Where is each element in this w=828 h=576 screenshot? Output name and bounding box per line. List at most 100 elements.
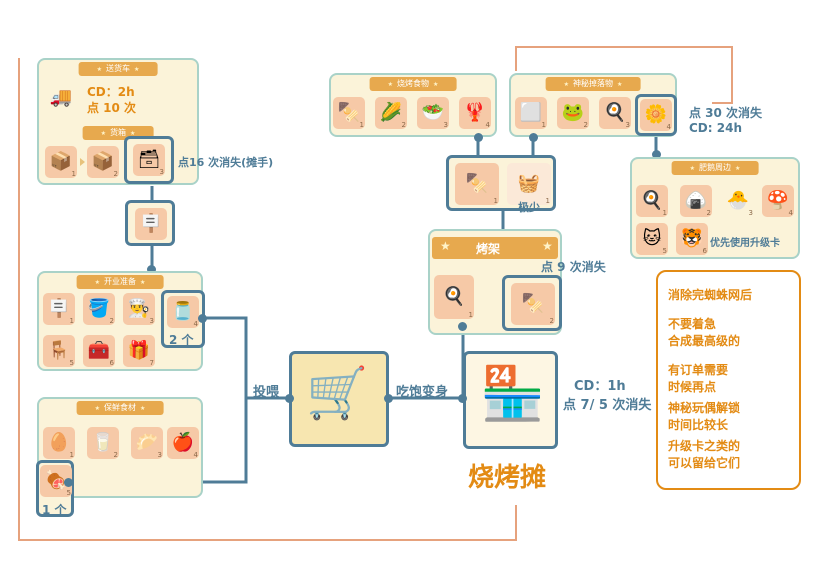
cloth-icon: 🧺	[517, 173, 541, 194]
grill-vanish-note: 点 9 次消失	[541, 260, 606, 274]
bbq-food-title: 烧烤食物	[369, 77, 457, 91]
fresh-item-5-highlight[interactable]: 🍖5 1 个	[36, 460, 74, 517]
fatty-item-1[interactable]: 🍳1	[636, 185, 668, 217]
bbq-stall-title: 烧烤摊	[468, 463, 547, 493]
bbq-food-3[interactable]: 🥗3	[417, 97, 449, 129]
tip-1: 消除完蜘蛛网后	[668, 288, 753, 302]
fresh-ingredients-panel: 保鲜食材 🥚1 🥛2 🥟3 🍎4	[37, 397, 203, 498]
stall-taps-text: 点 7/ 5 次消失	[563, 398, 652, 413]
flower-egg-icon: 🌼	[644, 104, 668, 125]
cargo-box-lv2[interactable]: 📦2	[87, 146, 119, 178]
tip-2: 不要着急 合成最高级的	[668, 317, 741, 348]
mystery-cd-note: CD: 24h	[689, 121, 742, 135]
prep-count-label: 2 个	[169, 333, 194, 347]
prep-item-3[interactable]: 👨‍🍳3	[123, 293, 155, 325]
gift-icon: 🎁	[127, 340, 151, 361]
arrow-icon	[80, 158, 85, 166]
delivery-truck-panel: 送货车 🚚 CD：2h 点 10 次 货箱 📦1 📦2	[37, 58, 199, 185]
transform-label: 吃饱变身	[396, 385, 449, 400]
fresh-item-1[interactable]: 🥚1	[43, 427, 75, 459]
prep-item-1[interactable]: 🪧1	[43, 293, 75, 325]
bbq-stall-highlight[interactable]: 🏪	[463, 351, 558, 449]
fresh-ingredients-title: 保鲜食材	[76, 401, 164, 415]
fatty-surroundings-panel: 肥鹅周边 🍳1 🍙2 🐣3 🍄4 🐱5 🐯6 优先使用升级卡	[630, 157, 800, 259]
grill-icon: 🍳	[442, 286, 466, 307]
grill-lv2[interactable]: 🍢2	[511, 283, 555, 325]
fresh-item-4[interactable]: 🍎4	[167, 427, 199, 459]
fatty-item-3[interactable]: 🐣3	[726, 190, 753, 218]
opening-prep-title: 开业准备	[76, 275, 164, 289]
cargo-box-lv3-highlight[interactable]: 🗃3	[124, 136, 174, 184]
goose-toy-2-icon: 🐯	[680, 228, 704, 249]
grill-star-icon: ★	[542, 239, 553, 253]
connector-dot	[458, 322, 467, 331]
tip-4: 神秘玩偶解锁 时间比较长	[668, 401, 741, 432]
prep-item-6[interactable]: 🧰6	[83, 335, 115, 367]
flour-icon: 🥟	[135, 432, 159, 453]
fresh-count-label: 1 个	[42, 503, 67, 517]
mixed-food-highlight[interactable]: 🍢1 🧺1	[446, 155, 556, 211]
prep-item-4-highlight[interactable]: 🫙4 2 个	[161, 290, 205, 348]
prep-item-2[interactable]: 🪣2	[83, 293, 115, 325]
grill-lv2-highlight[interactable]: 🍢2	[502, 275, 562, 331]
sign-icon: 🪧	[139, 213, 163, 234]
skewer-plate-icon: 🍢	[337, 102, 361, 123]
prep-item-5[interactable]: 🪑5	[43, 335, 75, 367]
food-cart-highlight[interactable]: 🛒	[289, 351, 389, 447]
connector-dot	[474, 133, 483, 142]
cargo-box-lv1[interactable]: 📦1	[45, 146, 77, 178]
fatty-item-5[interactable]: 🐱5	[636, 223, 668, 255]
opening-prep-panel: 开业准备 🪧1 🪣2 👨‍🍳3 🪑5 🧰6 🎁7	[37, 271, 203, 371]
skewers-icon: 🍢	[465, 173, 489, 194]
food-cart-icon: 🛒	[306, 364, 369, 422]
mystery-item-4-highlight[interactable]: 🌼4	[635, 94, 677, 136]
fatty-item-6[interactable]: 🐯6	[676, 223, 708, 255]
chick-egg-icon: 🐣	[726, 190, 750, 211]
boxes-icon: 📦	[91, 151, 115, 172]
meat-plate-icon: 🍖	[44, 470, 68, 491]
egg-plate-icon: 🍳	[603, 102, 627, 123]
connector-dot	[458, 394, 467, 403]
cargo-box-lv3[interactable]: 🗃3	[133, 144, 165, 176]
fried-egg-icon: 🍳	[640, 190, 664, 211]
mystery-drop-title: 神秘掉落物	[545, 77, 641, 91]
tofu-icon: ⬜	[519, 102, 543, 123]
mixed-food-1[interactable]: 🍢1	[455, 163, 499, 205]
connector-dot	[529, 133, 538, 142]
mystery-item-2[interactable]: 🐸2	[557, 97, 589, 129]
fatty-item-4[interactable]: 🍄4	[762, 185, 794, 217]
opening-sign-tile[interactable]: 🪧	[135, 208, 167, 240]
fresh-item-3[interactable]: 🥟3	[131, 427, 163, 459]
prep-item-7[interactable]: 🎁7	[123, 335, 155, 367]
truck-icon[interactable]: 🚚	[49, 87, 73, 108]
bucket-icon: 🪣	[87, 298, 111, 319]
box-icon: 📦	[49, 151, 73, 172]
bbq-food-4[interactable]: 🦞4	[459, 97, 491, 129]
chair-icon: 🪑	[47, 340, 71, 361]
mystery-drop-panel: 神秘掉落物 ⬜1 🐸2 🍳3	[509, 73, 677, 137]
mixed-food-2[interactable]: 🧺1	[507, 163, 551, 205]
tips-box: 消除完蜘蛛网后 不要着急 合成最高级的 有订单需要 时候再点 神秘玩偶解锁 时间…	[656, 270, 801, 490]
connector-dot	[147, 265, 156, 274]
truck-cd-text: CD：2h	[87, 85, 135, 99]
opening-sign-highlight[interactable]: 🪧	[125, 200, 175, 246]
grill-lv1[interactable]: 🍳1	[434, 275, 474, 319]
crate-stack-icon: 🗃	[137, 149, 161, 170]
rice-ball-icon: 🍙	[684, 190, 708, 211]
milk-icon: 🥛	[91, 432, 115, 453]
prep-item-4[interactable]: 🫙4	[167, 296, 199, 328]
connector-dot	[652, 150, 661, 159]
sign-board-icon: 🪧	[47, 298, 71, 319]
grill-title-bar	[432, 237, 558, 259]
bbq-food-2[interactable]: 🌽2	[375, 97, 407, 129]
mystery-item-3[interactable]: 🍳3	[599, 97, 631, 129]
mystery-item-1[interactable]: ⬜1	[515, 97, 547, 129]
mystery-item-4[interactable]: 🌼4	[640, 99, 672, 131]
fruit-icon: 🍎	[171, 432, 195, 453]
delivery-truck-title: 送货车	[78, 62, 158, 76]
fresh-item-5[interactable]: 🍖5	[40, 465, 72, 497]
fatty-item-2[interactable]: 🍙2	[680, 185, 712, 217]
bbq-food-1[interactable]: 🍢1	[333, 97, 365, 129]
corn-plate-icon: 🌽	[379, 102, 403, 123]
fresh-item-2[interactable]: 🥛2	[87, 427, 119, 459]
